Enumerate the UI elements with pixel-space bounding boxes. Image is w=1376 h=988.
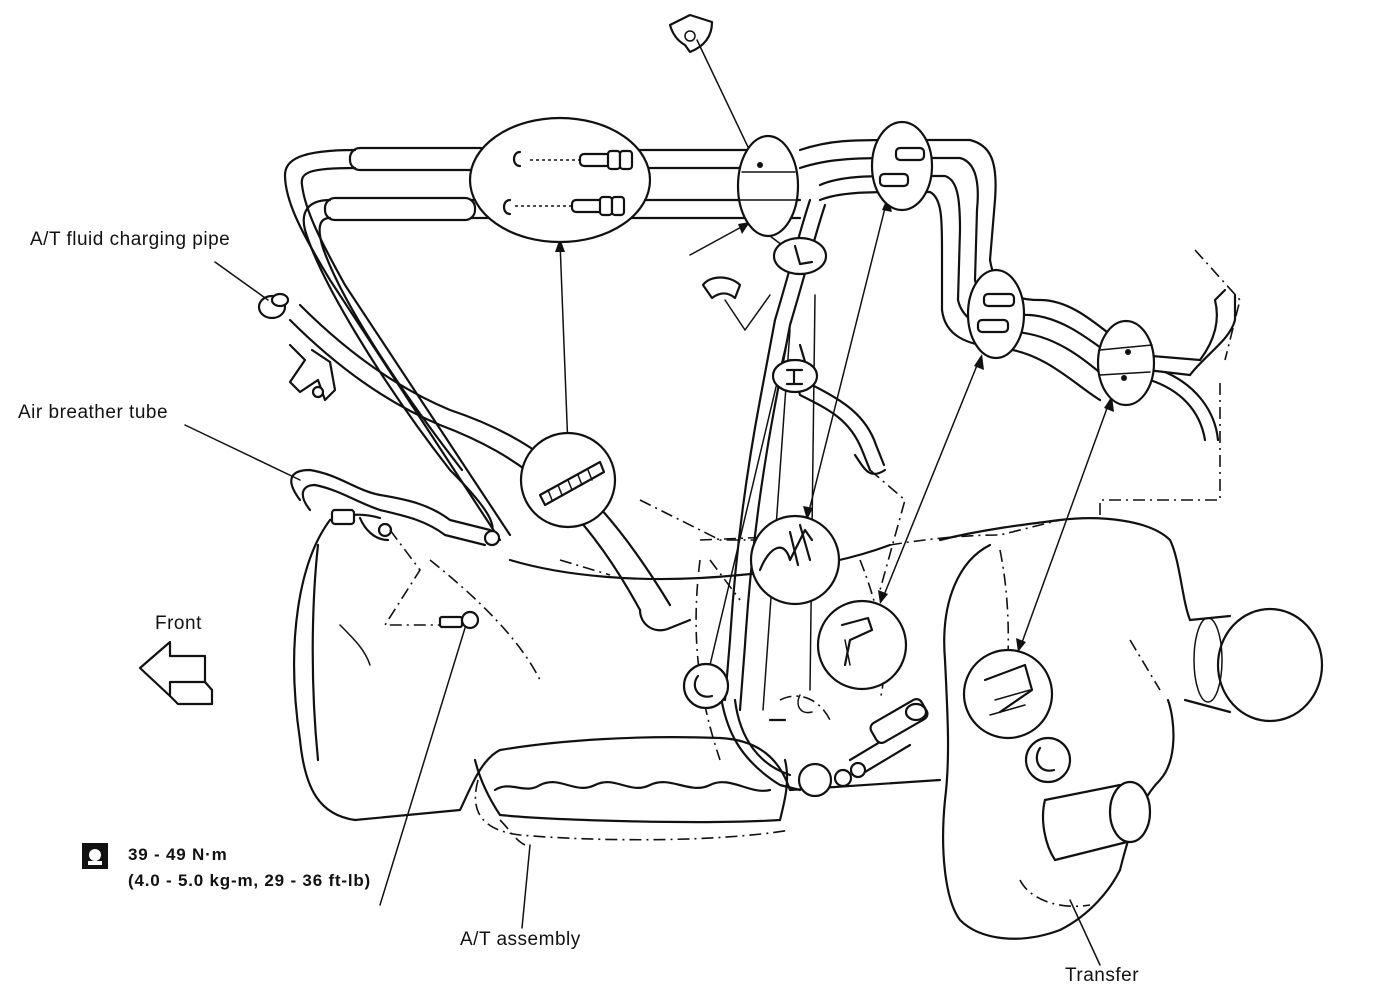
transfer-housing: [942, 380, 1324, 940]
torque-spec-line2: (4.0 - 5.0 kg-m, 29 - 36 ft-lb): [128, 871, 372, 890]
air-breather-tube: [290, 468, 501, 630]
torque-wrench-icon: [82, 843, 108, 869]
callout-small-clip: [771, 236, 828, 394]
label-at-assembly: A/T assembly: [460, 929, 581, 950]
callout-clamp-b: [870, 120, 934, 212]
callout-breather-clip: [519, 431, 617, 529]
label-front: Front: [155, 613, 202, 634]
torque-spec-line1: 39 - 49 N·m: [128, 845, 228, 864]
callout-clamp-right-lower: [816, 599, 908, 691]
label-transfer: Transfer: [1065, 965, 1140, 986]
callout-clamp-d: [1096, 319, 1156, 407]
front-arrow-icon: [138, 640, 214, 706]
callout-clamp-a: [736, 134, 800, 238]
small-hose-clips: [668, 13, 1072, 784]
charging-pipe-parts: [257, 292, 337, 402]
callout-clamp-left-lower: [749, 514, 841, 606]
callout-clamp-c: [966, 268, 1026, 360]
label-charging-pipe: A/T fluid charging pipe: [30, 229, 231, 250]
label-breather-tube: Air breather tube: [18, 402, 169, 423]
oil-pan: [473, 758, 791, 846]
callout-clamp-transfer: [962, 648, 1054, 740]
leader-lines: [184, 261, 1101, 966]
callout-hose-clamps-top: [468, 116, 652, 244]
